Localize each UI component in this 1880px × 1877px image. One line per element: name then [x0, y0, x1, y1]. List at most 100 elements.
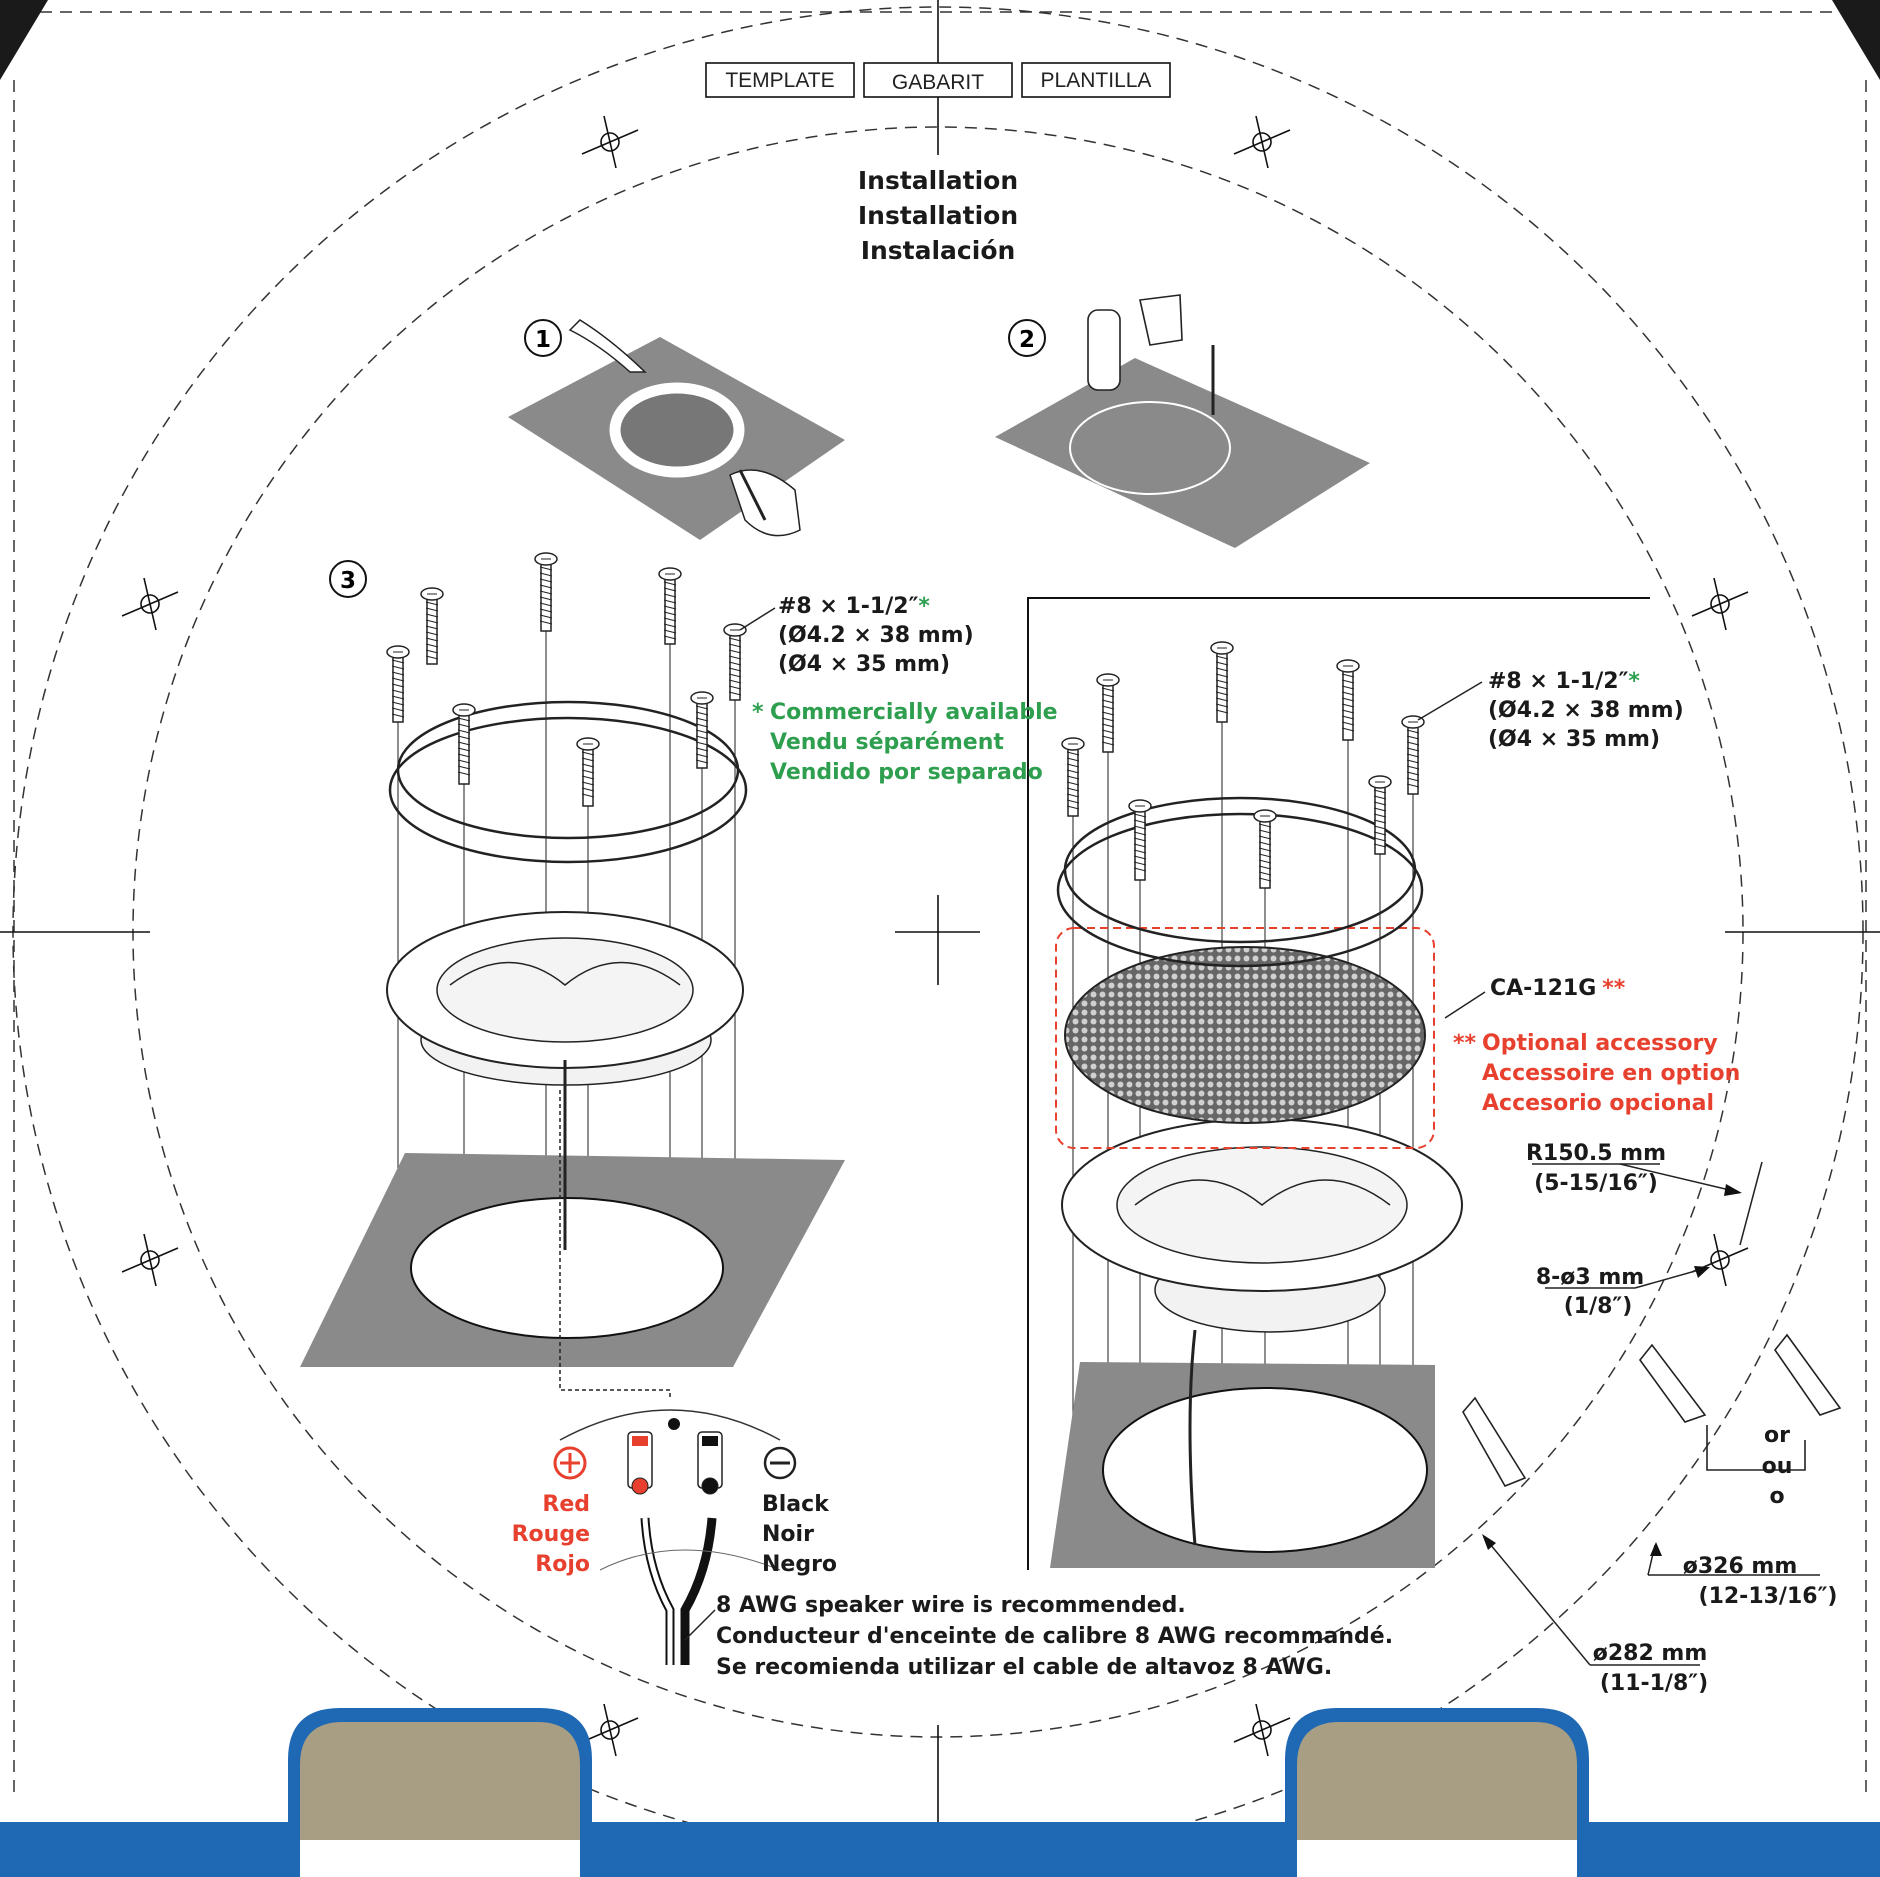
- cutter-knife-icon: [1774, 1333, 1842, 1416]
- screw-icon: [723, 623, 747, 701]
- positive-terminal-marker: [632, 1436, 648, 1446]
- cone-ribs: [449, 961, 681, 986]
- trim-ring-edge: [388, 716, 748, 864]
- commercial-line-es: Vendido por separado: [770, 760, 1043, 785]
- registration-mark-icon: [121, 577, 179, 631]
- accessory-stars: **: [1602, 976, 1626, 1001]
- template-frame: [13, 11, 1867, 1800]
- dimension-arrow: [1619, 1163, 1739, 1193]
- drill-icon: [1087, 309, 1121, 391]
- arrow-head: [1694, 1266, 1710, 1278]
- outer-inch: (12-13/16″): [1699, 1584, 1838, 1609]
- screw-set: [386, 552, 747, 807]
- negative-labels: Black Noir Negro: [762, 1492, 837, 1577]
- mounting-panel: [995, 358, 1370, 548]
- step1-number: 1: [535, 327, 551, 353]
- screw-icon: [576, 737, 600, 807]
- accessory-highlight-box: [1055, 927, 1435, 1149]
- registration-mark-icon: [581, 115, 639, 169]
- registration-marks: [121, 115, 1749, 1757]
- accessory-line-fr: Accessoire en option: [1482, 1061, 1740, 1086]
- trim-ring: [396, 700, 740, 840]
- option-ou: ou: [1762, 1454, 1793, 1479]
- commercial-star: *: [752, 700, 764, 725]
- inner-value: ø282 mm: [1593, 1641, 1708, 1666]
- hand-icon: [568, 319, 647, 373]
- accessory-stars-note: **: [1453, 1031, 1477, 1056]
- screw-icon: [1128, 799, 1152, 881]
- screw-icon: [1210, 641, 1234, 723]
- tab-gabarit-label: GABARIT: [892, 71, 984, 94]
- registration-mark-icon: [121, 1233, 179, 1287]
- page-title: Installation Installation Instalación: [858, 166, 1018, 265]
- grille-mesh: [1064, 946, 1426, 1124]
- dimension-holes: 8-ø3 mm (1/8″): [1536, 1265, 1710, 1319]
- header-tabs: TEMPLATE GABARIT PLANTILLA: [705, 62, 1171, 98]
- screw-metric-b: (Ø4 × 35 mm): [1488, 727, 1660, 752]
- arrow-head: [1482, 1534, 1496, 1550]
- screw-icon: [1336, 659, 1360, 741]
- cutter-knife-icon: [1462, 1396, 1527, 1488]
- wire-leader: [684, 1609, 716, 1641]
- screw-spec-left: #8 × 1-1/2″* (Ø4.2 × 38 mm) (Ø4 × 35 mm): [739, 594, 974, 677]
- option-o: o: [1769, 1484, 1784, 1509]
- tab-slot-right: [1297, 1840, 1577, 1877]
- outer-value: ø326 mm: [1683, 1554, 1798, 1579]
- arrow-head: [1724, 1184, 1742, 1196]
- title-es: Instalación: [861, 236, 1016, 265]
- registration-mark-icon: [1691, 577, 1749, 631]
- step3-badge: [329, 560, 367, 598]
- option-or: or: [1764, 1423, 1790, 1448]
- holes-value: 8-ø3 mm: [1536, 1265, 1644, 1290]
- screw-icon: [452, 703, 476, 785]
- negative-terminal-marker: [702, 1436, 718, 1446]
- tab-template-label: TEMPLATE: [725, 69, 834, 92]
- screw-icon: [658, 567, 682, 645]
- step1-badge: [524, 319, 562, 357]
- negative-es: Negro: [762, 1552, 837, 1577]
- plus-icon-glyph: [560, 1453, 580, 1473]
- leader-line: [1444, 991, 1486, 1019]
- panel-border: [1027, 597, 1650, 1570]
- step2-badge: [1008, 319, 1046, 357]
- trim-ring-edge: [1056, 812, 1424, 968]
- positive-fr: Rouge: [512, 1522, 590, 1547]
- inner-inch: (11-1/8″): [1600, 1671, 1708, 1696]
- screw-icon: [1253, 809, 1277, 889]
- screw-metric-b: (Ø4 × 35 mm): [778, 652, 950, 677]
- step3-number: 3: [340, 568, 356, 594]
- accessory-line-en: Optional accessory: [1482, 1031, 1718, 1056]
- title-en: Installation: [858, 166, 1018, 195]
- cutter-knife-icon: [1638, 1343, 1707, 1423]
- svg-text:#8 × 1-1/2″*: #8 × 1-1/2″*: [778, 594, 930, 619]
- tab-plantilla: [1021, 62, 1171, 98]
- screw-icon: [690, 691, 714, 769]
- cardboard-tab-left: [300, 1722, 580, 1877]
- dimension-outer: ø326 mm (12-13/16″): [1647, 1542, 1838, 1609]
- registration-mark-icon: [1233, 115, 1291, 169]
- screw-icon: [420, 587, 444, 665]
- tab-gabarit: [863, 62, 1013, 98]
- positive-es: Rojo: [535, 1552, 590, 1577]
- cutout-hole: [410, 1197, 724, 1339]
- accessory-line-es: Accesorio opcional: [1482, 1091, 1714, 1116]
- accessory-model: CA-121G: [1490, 976, 1596, 1001]
- screw-icon: [1368, 775, 1392, 855]
- dimension-radius: R150.5 mm (5-15/16″): [1526, 1141, 1763, 1246]
- leader-line: [1417, 681, 1483, 721]
- positive-terminal-screw: [631, 1477, 649, 1495]
- dimension-arrow: [1484, 1537, 1591, 1666]
- commercial-line-fr: Vendu séparément: [770, 730, 1004, 755]
- hand-pen-icon: [729, 469, 801, 537]
- wire-recommendation: 8 AWG speaker wire is recommended. Condu…: [716, 1593, 1393, 1680]
- option-bracket: [1706, 1425, 1806, 1471]
- negative-wire: [680, 1517, 717, 1665]
- tab-template: [705, 62, 855, 98]
- tab-plantilla-label: PLANTILLA: [1041, 69, 1152, 92]
- dimension-arrow: [1634, 1267, 1707, 1289]
- pen-icon: [738, 469, 767, 521]
- commercial-note: * Commercially available Vendu séparémen…: [752, 700, 1058, 785]
- wire-guide-arc: [599, 1549, 781, 1571]
